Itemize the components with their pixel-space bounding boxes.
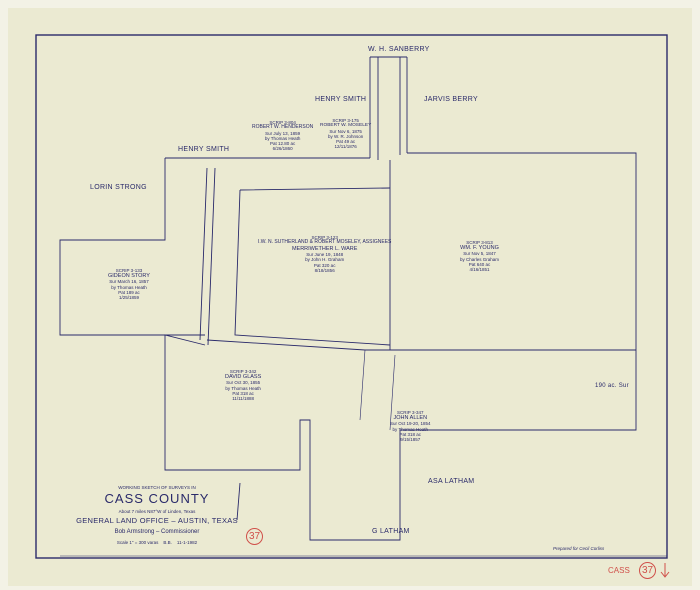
- owner-label: ASA LATHAM: [428, 478, 475, 485]
- abstract: SCRIP 3-133: [115, 268, 143, 273]
- survey-date: Sur July 13, 1859: [265, 130, 301, 136]
- scale: Scale 1" = 300 varas: [116, 539, 159, 545]
- north-boundary: [165, 152, 637, 350]
- owner-label: G LATHAM: [372, 528, 410, 535]
- owner-label: HENRY SMITH: [315, 96, 367, 103]
- office-name: GENERAL LAND OFFICE – AUSTIN, TEXAS: [76, 516, 238, 526]
- inner-lines: [199, 160, 391, 350]
- abstract: SCRIP 3-813: [466, 240, 493, 245]
- owner-label: JARVIS BERRY: [424, 96, 478, 103]
- prepared-for: Prepared for Cecil Corliss: [553, 546, 605, 551]
- commissioner: Bob Armstrong – Commissioner: [114, 528, 200, 535]
- sheet-number-stamp: 37: [639, 562, 656, 579]
- survey-name: WM. F. YOUNG: [460, 245, 499, 252]
- survey-name: DAVID GLASS: [225, 374, 262, 381]
- survey-name: JOHN ALLEN: [393, 415, 428, 422]
- survey-name: ROBERT W. MOSELEY: [320, 123, 372, 129]
- surveyor: by Thomas Heath: [392, 426, 428, 432]
- surveyor: by Charles Graham: [460, 256, 500, 262]
- owner-label: LORIN STRONG: [90, 184, 147, 191]
- sketch-number-stamp: 37: [246, 528, 263, 545]
- patent-date: 9/15/1857: [400, 437, 421, 442]
- county-stamp: CASS: [608, 566, 630, 575]
- main-block: [234, 187, 391, 346]
- survey-date: Sur Oct 19-20, 1854: [390, 421, 431, 427]
- owner-label: HENRY SMITH: [178, 146, 230, 153]
- survey-name: ROBERT W. HENDERSON: [252, 124, 314, 131]
- survey-story: SCRIP 3-133 GIDEON STORY Sur March 16, 1…: [108, 268, 150, 300]
- county-title: CASS COUNTY: [104, 491, 210, 507]
- abstract: SCRIP 3-347: [397, 410, 424, 415]
- survey-allen: SCRIP 3-347 JOHN ALLEN Sur Oct 19-20, 18…: [390, 410, 431, 442]
- title-block: WORKING SKETCH OF SURVEYS IN CASS COUNTY…: [76, 485, 238, 545]
- abstract: SCRIP 3-123: [311, 235, 338, 240]
- surveyor: by Thomas Heath: [111, 284, 147, 290]
- survey-date: Sur Oct 30, 1855: [226, 380, 261, 386]
- survey-henderson: SCRIP 3-804 ROBERT W. HENDERSON Sur July…: [252, 120, 313, 152]
- surveyor: by Thomas Heath: [225, 385, 261, 391]
- west-boundary: [59, 158, 205, 336]
- south-line: [206, 339, 636, 351]
- survey-name: MERRIWETHER L. WARE: [291, 245, 358, 252]
- patent-date: 8/18/1856: [314, 267, 335, 273]
- owner-label: 190 ac. Sur: [595, 383, 629, 389]
- patent: Pat 49 ac: [336, 139, 356, 145]
- title-heading: WORKING SKETCH OF SURVEYS IN: [118, 485, 196, 490]
- scale-line: Scale 1" = 300 varas B.B. 11-1-1982: [76, 540, 238, 545]
- sanberry-strip: [369, 56, 408, 160]
- date: 11-1-1982: [176, 539, 198, 545]
- patent-date: 6/26/1860: [272, 146, 293, 152]
- patent: Pat 318 ac: [399, 431, 422, 437]
- surveyor: by Thomas Heath: [264, 136, 301, 142]
- surveyor: by John H. Graham: [305, 257, 345, 263]
- survey-moseley: SCRIP 3-175 ROBERT W. MOSELEY Sur Nov 6,…: [320, 118, 371, 149]
- patent: Pat 318 ac: [232, 390, 254, 396]
- patent-date: 12/11/1876: [334, 144, 357, 150]
- lower-block: [164, 334, 637, 541]
- survey-young: SCRIP 3-813 WM. F. YOUNG Sur Nov 5, 1847…: [460, 240, 499, 272]
- survey-name: I.W. N. SUTHERLAND & ROBERT MOSELEY, ASS…: [258, 239, 392, 246]
- survey-ware: SCRIP 3-123 I.W. N. SUTHERLAND & ROBERT …: [258, 235, 391, 273]
- patent-date: 4/16/1851: [469, 267, 490, 272]
- patent: Pat 12.80 ac: [269, 141, 296, 147]
- patent: Pat 320 ac: [313, 262, 336, 268]
- patent: Pat 189 ac: [118, 289, 140, 295]
- location-note: About 7 miles N87°W of Linden, Texas: [118, 509, 196, 515]
- survey-date: Sur Nov 6, 1875: [329, 128, 362, 134]
- map-border: [35, 34, 668, 559]
- abstract: SCRIP 3-175: [332, 118, 359, 123]
- patent-date: 1/25/1859: [118, 295, 139, 300]
- abstract: SCRIP 3-804: [269, 120, 296, 125]
- division-lines: [359, 349, 396, 431]
- abstract: SCRIP 3-342: [229, 369, 257, 374]
- survey-date: Sur June 19, 1848: [306, 252, 344, 258]
- survey-date: Sur Nov 5, 1847: [463, 251, 496, 257]
- map-sheet: [8, 8, 692, 586]
- patent: Pat 640 ac: [468, 261, 491, 267]
- owner-label: W. H. SANBERRY: [368, 46, 430, 53]
- north-arrow: [236, 482, 241, 521]
- survey-name: GIDEON STORY: [108, 273, 150, 280]
- survey-date: Sur March 16, 1857: [109, 279, 149, 285]
- initials: B.B.: [163, 539, 172, 545]
- red-arrow: [660, 563, 670, 578]
- survey-glass: SCRIP 3-342 DAVID GLASS Sur Oct 30, 1855…: [225, 369, 261, 401]
- surveyor: by W. R. Johnson: [328, 133, 364, 139]
- patent-date: 11/11/1888: [232, 396, 255, 401]
